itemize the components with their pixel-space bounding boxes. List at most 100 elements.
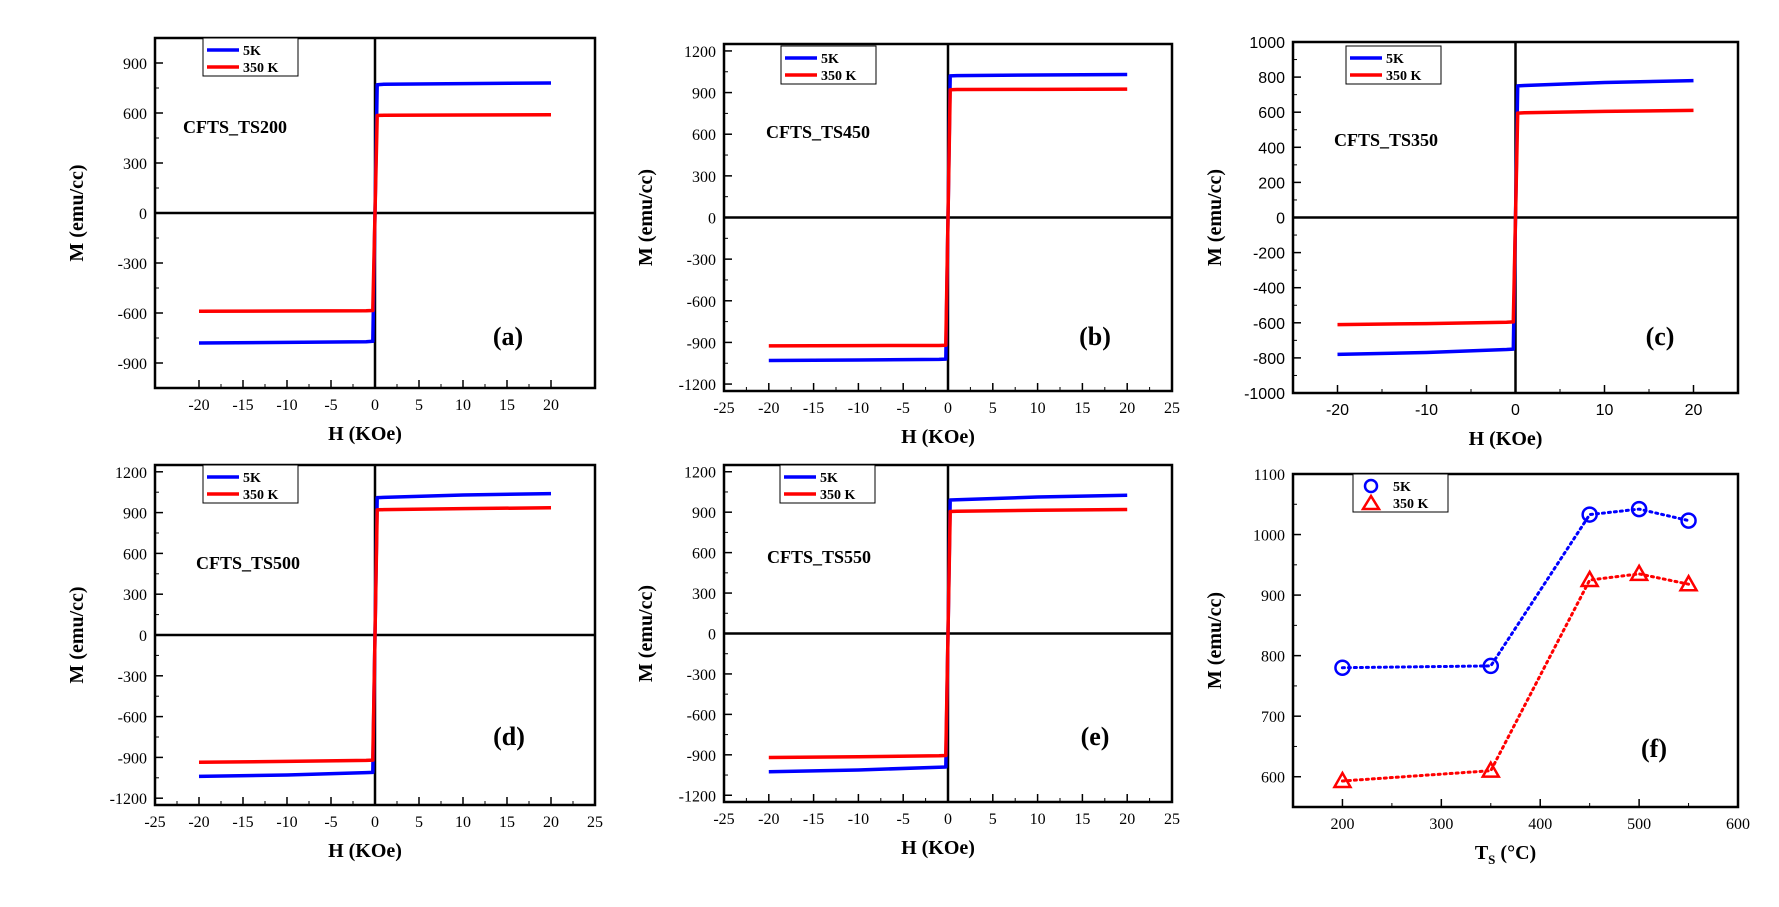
x-axis-label: H (KOe) [901, 426, 975, 448]
series-350k-line [198, 112, 552, 314]
y-tick-label: -1200 [110, 791, 147, 808]
x-tick-label: 20 [543, 397, 559, 414]
series-350k-line [768, 87, 1128, 348]
y-tick-label: -600 [687, 294, 716, 311]
y-tick-label: 900 [692, 86, 716, 103]
series-350k-line [198, 506, 552, 764]
x-tick-label: 15 [1074, 811, 1090, 828]
sample-label: CFTS_TS550 [767, 547, 871, 567]
data-point-circle [1630, 500, 1648, 518]
y-tick-label: 600 [1261, 770, 1285, 787]
series-5k-connector [1340, 507, 1691, 670]
y-tick-label: 300 [123, 587, 147, 604]
y-axis-label: M (emu/cc) [66, 586, 88, 683]
x-tick-label: 5 [989, 400, 997, 417]
legend-label: 350 K [243, 488, 279, 503]
y-tick-label: -800 [1253, 351, 1285, 368]
y-tick-label: -900 [118, 750, 147, 767]
x-tick-label: 25 [1164, 811, 1180, 828]
x-tick-label: 10 [1030, 400, 1046, 417]
x-tick-label: 0 [1511, 402, 1520, 419]
x-axis-label: H (KOe) [328, 423, 402, 445]
y-tick-label: -900 [687, 748, 716, 765]
x-tick-label: 15 [499, 814, 515, 831]
x-tick-label: 10 [455, 814, 471, 831]
legend-label: 5K [243, 44, 261, 59]
legend-circle-marker [1363, 478, 1379, 494]
x-tick-label: 15 [499, 397, 515, 414]
y-tick-label: -600 [1253, 316, 1285, 333]
x-tick-label: 25 [587, 814, 603, 831]
legend-label: 5K [820, 471, 838, 486]
data-point-triangle [1678, 573, 1699, 592]
y-tick-label: 600 [692, 546, 716, 563]
y-axis-label: M (emu/cc) [1204, 169, 1226, 266]
y-tick-label: -300 [118, 669, 147, 686]
x-tick-label: -10 [276, 814, 297, 831]
x-tick-label: 400 [1528, 816, 1552, 833]
x-tick-label: 20 [543, 814, 559, 831]
y-tick-label: 600 [123, 106, 147, 123]
legend-box [1352, 473, 1449, 513]
y-tick-label: -600 [118, 710, 147, 727]
legend-label: 5K [821, 52, 839, 67]
x-axis-label: H (KOe) [328, 840, 402, 862]
y-tick-label: 900 [1261, 588, 1285, 605]
y-tick-label: -1000 [1244, 386, 1285, 403]
y-tick-label: 1200 [115, 465, 147, 482]
x-axis-label: H (KOe) [901, 837, 975, 859]
y-tick-label: -400 [1253, 281, 1285, 298]
x-tick-label: -15 [232, 814, 253, 831]
y-tick-label: 0 [708, 627, 716, 644]
x-tick-label: -25 [144, 814, 165, 831]
y-tick-label: 900 [123, 506, 147, 523]
y-tick-label: 900 [123, 56, 147, 73]
panel-letter: (e) [1081, 722, 1110, 751]
y-tick-label: 600 [692, 127, 716, 144]
x-tick-label: 600 [1726, 816, 1750, 833]
x-tick-label: 0 [944, 400, 952, 417]
x-tick-label: -15 [232, 397, 253, 414]
data-point-circle [1680, 512, 1697, 529]
y-tick-label: -300 [687, 252, 716, 269]
y-tick-label: 600 [1258, 105, 1285, 122]
panel-letter: (a) [493, 322, 523, 351]
y-tick-label: -1200 [679, 788, 716, 805]
x-tick-label: -20 [758, 400, 779, 417]
x-tick-label: -15 [803, 400, 824, 417]
x-tick-label: 10 [1596, 402, 1614, 419]
y-tick-label: 0 [139, 206, 147, 223]
x-tick-label: 5 [415, 397, 423, 414]
y-tick-label: 300 [123, 156, 147, 173]
x-tick-label: 5 [415, 814, 423, 831]
y-tick-label: -200 [1253, 246, 1285, 263]
legend-label: 350 K [820, 488, 856, 503]
series-350k-line [768, 507, 1128, 760]
y-tick-label: 0 [708, 211, 716, 228]
legend-label: 350 K [1393, 497, 1429, 512]
y-tick-label: 0 [139, 628, 147, 645]
y-tick-label: -600 [118, 306, 147, 323]
x-tick-label: -15 [803, 811, 824, 828]
y-axis-label: M (emu/cc) [66, 164, 88, 261]
x-tick-label: 20 [1119, 400, 1135, 417]
panel-letter: (c) [1646, 322, 1675, 351]
plot-frame [1291, 472, 1740, 809]
legend-triangle-marker [1360, 493, 1382, 511]
y-axis-label: M (emu/cc) [1204, 592, 1226, 689]
y-tick-label: 400 [1258, 140, 1285, 157]
y-tick-label: 1200 [684, 44, 716, 61]
y-tick-label: 1100 [1254, 467, 1285, 484]
y-tick-label: 1000 [1253, 528, 1285, 545]
sample-label: CFTS_TS500 [196, 553, 300, 573]
series-350k-connector [1340, 572, 1691, 783]
series-350k-line [1337, 108, 1694, 327]
y-tick-label: 300 [692, 169, 716, 186]
